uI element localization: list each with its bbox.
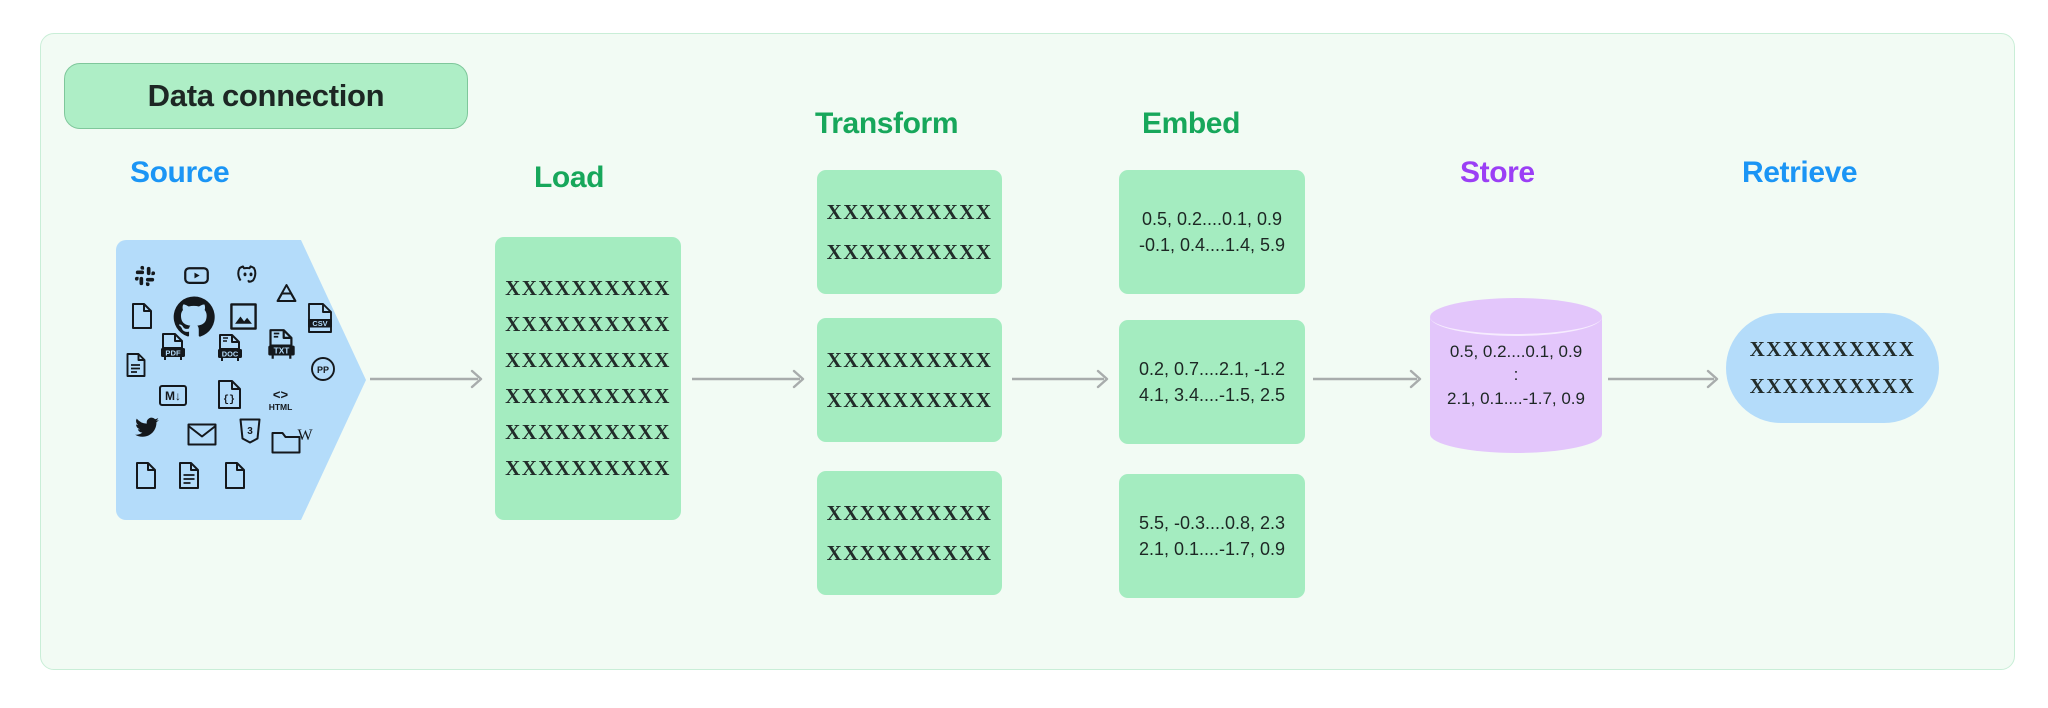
- svg-text:PP: PP: [317, 365, 329, 375]
- transform-chunk-box: XXXXXXXXXX XXXXXXXXXX: [817, 471, 1002, 595]
- transform-chunk-box: XXXXXXXXXX XXXXXXXXXX: [817, 170, 1002, 294]
- page-corner-icon: [224, 462, 246, 489]
- source-icon-cluster: PDF DOC TXT: [116, 240, 366, 520]
- load-data-box: XXXXXXXXXX XXXXXXXXXX XXXXXXXXXX XXXXXXX…: [495, 237, 681, 520]
- svg-text:3: 3: [247, 426, 253, 437]
- embed-row: 0.2, 0.7....2.1, -1.2: [1138, 358, 1286, 379]
- html-file-icon: <> HTML: [265, 386, 296, 413]
- svg-text:W: W: [297, 427, 313, 444]
- github-icon: [172, 295, 216, 339]
- txt-file-icon: TXT: [265, 328, 298, 361]
- cylinder-bottom-ellipse: [1430, 415, 1602, 453]
- retrieve-row: XXXXXXXXXX: [1749, 337, 1916, 361]
- svg-text:TXT: TXT: [274, 346, 290, 356]
- store-database-cylinder: 0.5, 0.2....0.1, 0.9 : 2.1, 0.1....-1.7,…: [1430, 298, 1602, 453]
- load-row: XXXXXXXXXX: [505, 384, 671, 408]
- stage-heading-transform: Transform: [815, 107, 959, 140]
- embed-row: 5.5, -0.3....0.8, 2.3: [1138, 512, 1286, 533]
- store-vector-text: 0.5, 0.2....0.1, 0.9 : 2.1, 0.1....-1.7,…: [1430, 298, 1602, 453]
- svg-text:M↓: M↓: [165, 389, 181, 403]
- transform-row: XXXXXXXXXX: [826, 387, 993, 412]
- transform-chunk-box: XXXXXXXXXX XXXXXXXXXX: [817, 318, 1002, 442]
- arrow-embed-to-store: [1311, 366, 1427, 392]
- doc-file-icon: DOC: [215, 333, 245, 363]
- notes-document-icon: [178, 462, 200, 489]
- arrow-store-to-retrieve: [1606, 366, 1724, 392]
- load-row: XXXXXXXXXX: [505, 420, 671, 444]
- load-row: XXXXXXXXXX: [505, 312, 671, 336]
- retrieve-result-box: XXXXXXXXXX XXXXXXXXXX: [1726, 313, 1939, 423]
- arrow-load-to-transform: [690, 366, 810, 392]
- transform-row: XXXXXXXXXX: [826, 199, 993, 224]
- diagram-frame: [40, 33, 2015, 670]
- load-row: XXXXXXXXXX: [505, 456, 671, 480]
- embed-row: 2.1, 0.1....-1.7, 0.9: [1138, 539, 1286, 559]
- embed-vector-box: 0.2, 0.7....2.1, -1.2 4.1, 3.4....-1.5, …: [1119, 320, 1305, 444]
- transform-row: XXXXXXXXXX: [826, 347, 993, 372]
- cylinder-body: [1430, 317, 1602, 434]
- pdf-file-icon: PDF: [158, 332, 188, 362]
- stage-heading-retrieve: Retrieve: [1742, 156, 1858, 189]
- stage-heading-embed: Embed: [1142, 107, 1241, 140]
- embed-vector-box: 0.5, 0.2....0.1, 0.9 -0.1, 0.4....1.4, 5…: [1119, 170, 1305, 294]
- transform-row: XXXXXXXXXX: [826, 239, 993, 264]
- wikipedia-icon: W: [292, 423, 318, 445]
- svg-text:PDF: PDF: [165, 348, 181, 357]
- svg-text:CSV: CSV: [312, 319, 327, 328]
- stage-heading-load: Load: [534, 161, 605, 194]
- svg-text:HTML: HTML: [269, 402, 293, 412]
- email-icon: [187, 423, 217, 446]
- text-lines-document-icon: [126, 353, 146, 377]
- retrieve-row: XXXXXXXXXX: [1749, 374, 1916, 398]
- cylinder-top-ellipse: [1430, 298, 1602, 336]
- store-row: 0.5, 0.2....0.1, 0.9: [1449, 341, 1583, 361]
- data-connection-title-badge: Data connection: [64, 63, 468, 129]
- embed-row: 4.1, 3.4....-1.5, 2.5: [1138, 385, 1286, 405]
- json-file-icon: {}: [217, 380, 242, 409]
- embed-row: -0.1, 0.4....1.4, 5.9: [1138, 235, 1286, 255]
- slack-icon: [134, 265, 156, 287]
- stage-heading-source: Source: [130, 156, 230, 189]
- arrow-transform-to-embed: [1010, 366, 1114, 392]
- transform-row: XXXXXXXXXX: [826, 540, 993, 565]
- arrow-source-to-load: [368, 366, 488, 392]
- google-drive-icon: [275, 283, 298, 304]
- ppt-file-icon: PP: [310, 356, 336, 382]
- youtube-icon: [183, 262, 210, 289]
- twitter-icon: [132, 415, 162, 441]
- image-icon: [229, 302, 258, 331]
- embed-row: 0.5, 0.2....0.1, 0.9: [1141, 208, 1283, 229]
- svg-text:<>: <>: [273, 387, 289, 402]
- load-row: XXXXXXXXXX: [505, 276, 671, 300]
- svg-text:DOC: DOC: [222, 349, 239, 358]
- embed-vector-box: 5.5, -0.3....0.8, 2.3 2.1, 0.1....-1.7, …: [1119, 474, 1305, 598]
- stage-heading-store: Store: [1460, 156, 1535, 189]
- blank-document-icon: [131, 303, 153, 329]
- svg-text:{}: {}: [223, 394, 235, 406]
- store-row-separator: :: [1513, 365, 1519, 385]
- css3-icon: 3: [239, 418, 261, 444]
- markdown-file-icon: M↓: [158, 383, 188, 408]
- discord-icon: [235, 263, 263, 285]
- folder-icon: [271, 430, 301, 455]
- csv-file-icon: CSV: [306, 303, 334, 333]
- store-row: 2.1, 0.1....-1.7, 0.9: [1447, 388, 1585, 408]
- transform-row: XXXXXXXXXX: [826, 500, 993, 525]
- page-title: Data connection: [147, 78, 385, 113]
- blank-page-icon: [135, 462, 157, 489]
- load-row: XXXXXXXXXX: [505, 348, 671, 372]
